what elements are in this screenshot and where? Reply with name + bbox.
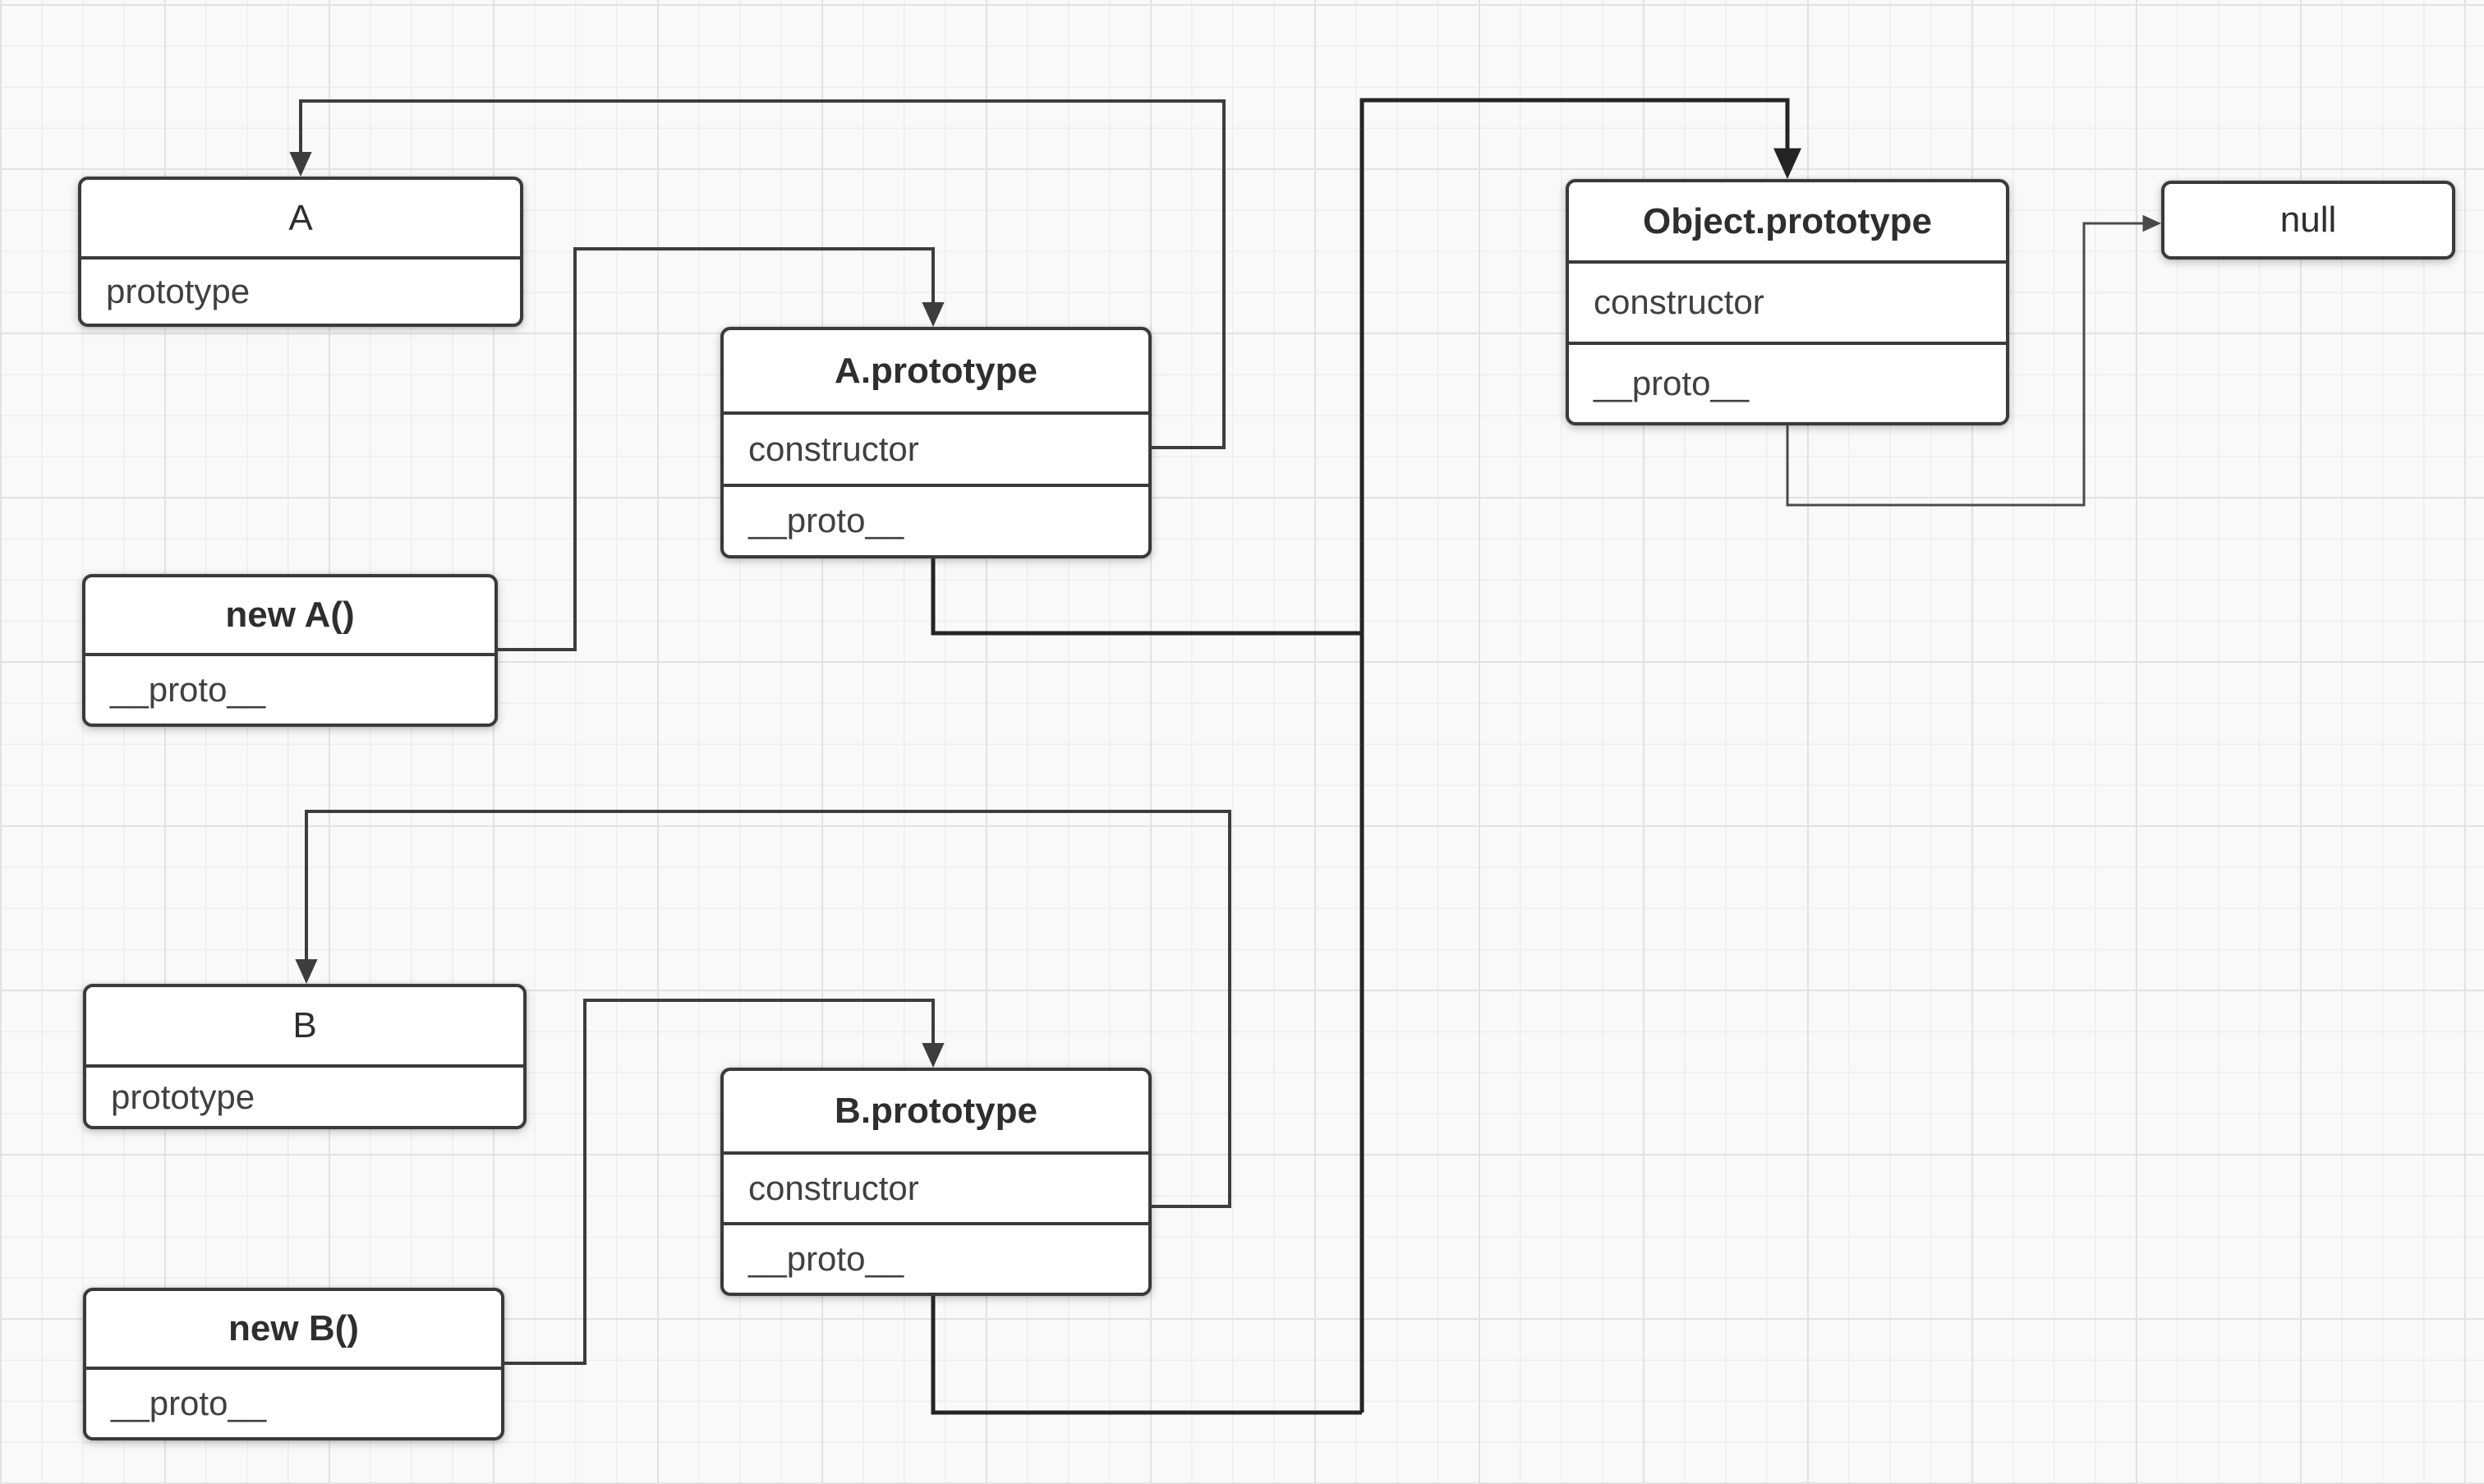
node-a-row-prototype: prototype [81, 256, 520, 324]
node-object-prototype-row-constructor: constructor [1569, 260, 2006, 342]
node-new-b-title: new B() [228, 1308, 359, 1348]
node-a-prototype-row-proto: __proto__ [724, 483, 1148, 556]
edge-new-a-proto-to-a-prototype[interactable] [498, 247, 935, 651]
edge-a-prototype-proto-chain-leg[interactable] [931, 558, 1362, 636]
node-b-prototype-title: B.prototype [835, 1091, 1037, 1131]
node-new-a[interactable]: new A() __proto__ [82, 574, 498, 727]
node-new-a-row-proto: __proto__ [85, 653, 494, 724]
node-null[interactable]: null [2161, 181, 2455, 260]
node-b-row-prototype: prototype [86, 1064, 523, 1126]
edge-b-prototype-proto-chain-leg[interactable] [931, 1296, 1362, 1415]
edge-object-prototype-proto-to-null-arrowhead [2142, 214, 2161, 232]
node-new-b[interactable]: new B() __proto__ [83, 1288, 504, 1440]
node-a-prototype-row-constructor: constructor [724, 411, 1148, 484]
node-b-title: B [292, 1005, 317, 1045]
edge-new-b-proto-to-b-prototype[interactable] [504, 999, 935, 1365]
edge-new-a-proto-to-a-prototype-arrowhead [922, 302, 945, 327]
edge-a-prototype-constructor-to-a[interactable] [299, 99, 1226, 449]
edge-proto-chain-to-object-prototype[interactable] [1359, 98, 1790, 1413]
node-new-a-title: new A() [225, 595, 355, 635]
node-b-prototype-row-proto: __proto__ [724, 1222, 1148, 1293]
node-b-prototype[interactable]: B.prototype constructor__proto__ [720, 1068, 1152, 1296]
edge-object-prototype-proto-to-null[interactable] [1786, 222, 2145, 507]
edge-new-b-proto-to-b-prototype-arrowhead [922, 1043, 945, 1068]
node-a-prototype[interactable]: A.prototype constructor__proto__ [720, 327, 1152, 558]
node-new-b-row-proto: __proto__ [86, 1367, 501, 1437]
edge-b-prototype-constructor-to-b-arrowhead [295, 959, 318, 984]
node-object-prototype-row-proto: __proto__ [1569, 341, 2006, 423]
node-b-prototype-row-constructor: constructor [724, 1151, 1148, 1222]
node-a-title: A [288, 197, 313, 238]
node-object-prototype[interactable]: Object.prototype constructor__proto__ [1566, 179, 2009, 425]
edge-b-prototype-constructor-to-b[interactable] [305, 810, 1231, 1208]
node-object-prototype-title: Object.prototype [1642, 200, 1933, 241]
node-null-title: null [2279, 200, 2337, 240]
node-a-prototype-title: A.prototype [835, 350, 1037, 391]
edge-a-prototype-constructor-to-a-arrowhead [289, 152, 312, 177]
edge-proto-chain-to-object-prototype-arrowhead [1773, 148, 1801, 179]
